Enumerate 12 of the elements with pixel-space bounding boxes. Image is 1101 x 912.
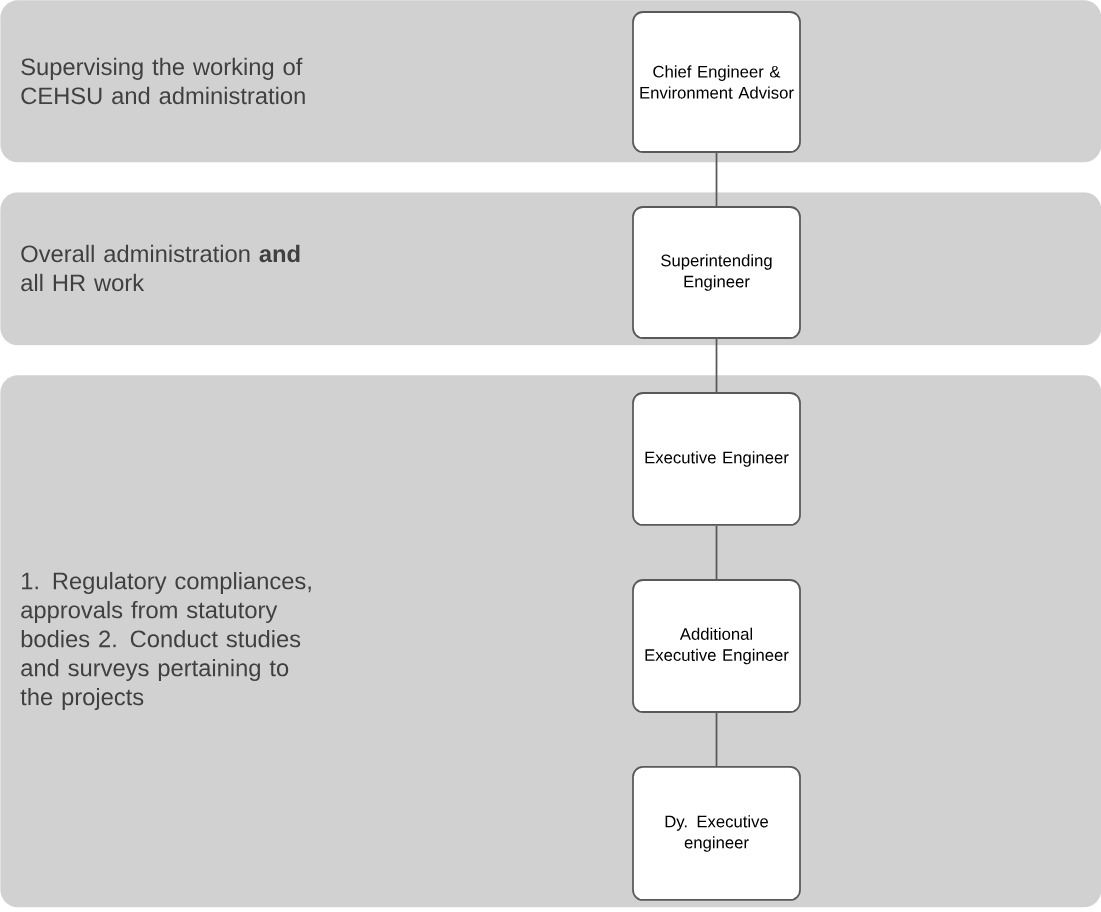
connector-line (715, 525, 718, 580)
role-box: Additional Executive Engineer (632, 579, 801, 713)
role-box: Chief Engineer & Environment Advisor (632, 11, 801, 153)
band-text: 1. Regulatory compliances, approvals from statutory bodies 2. Conduct studies and surveys pertaining to the projects (20, 571, 311, 711)
band-text: Supervising the working of CEHSU and administration (21, 57, 305, 105)
role-box: Executive Engineer (632, 392, 801, 526)
connector-line (715, 338, 718, 393)
band-text: Overall administration and all HR work (21, 244, 300, 292)
connector-line (715, 152, 718, 207)
connector-line (715, 712, 718, 767)
role-box: Dy. Executive engineer (632, 766, 801, 901)
role-box: Superintending Engineer (632, 206, 801, 339)
